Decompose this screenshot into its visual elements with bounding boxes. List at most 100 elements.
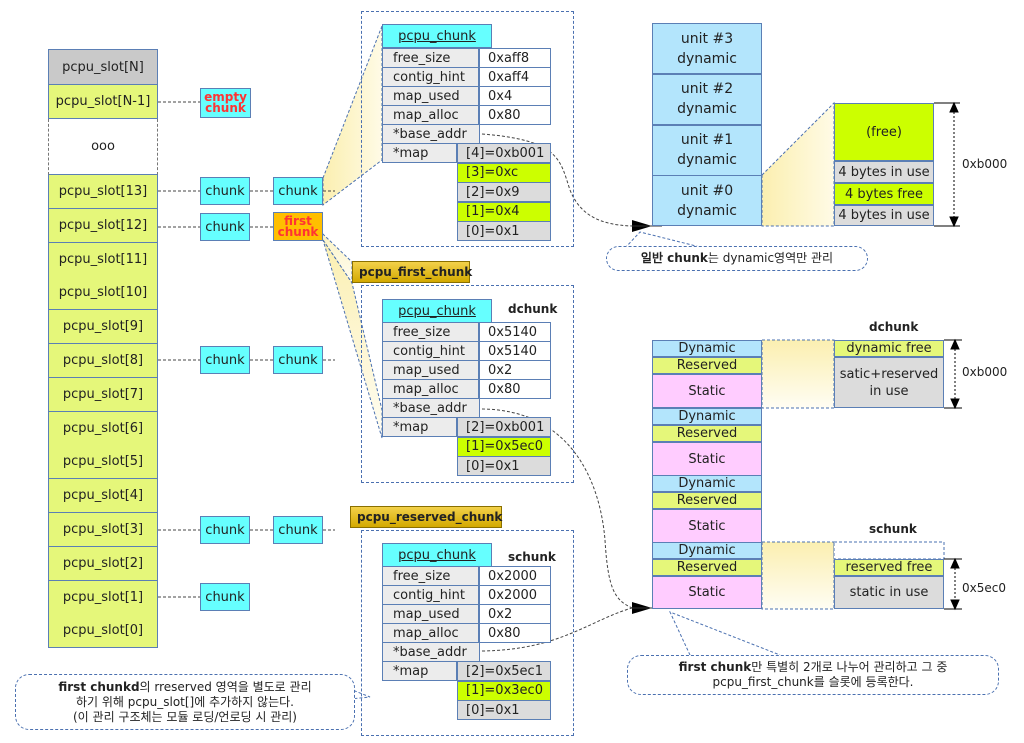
callout-text: 하기 위해 pcpu_slot[]에 추가하지 않는다. <box>76 694 294 709</box>
cell-text: satic+reserved in use <box>839 366 939 399</box>
dchunk-size-label: 0xb000 <box>962 365 1008 379</box>
struct-title-text: pcpu_chunk <box>398 303 476 319</box>
layout-dynamic-3: Dynamic <box>652 542 762 559</box>
slot-item: pcpu_slot[5] <box>48 445 158 480</box>
slot-item: pcpu_slot[7] <box>48 377 158 412</box>
layout-reserved-2: Reserved <box>652 492 762 509</box>
layout-reserved-0: Reserved <box>652 357 762 374</box>
dimension-arrow-schunk <box>944 557 962 611</box>
chunk-label: chunk <box>205 522 245 538</box>
reserved-chunk-group <box>361 530 574 736</box>
label-text: pcpu_first_chunk <box>359 265 473 279</box>
callout-text: pcpu_first_chunk를 슬롯에 등록한다. <box>712 675 914 689</box>
callout-text: 의 rreserved 영역을 별도로 관리 <box>139 679 312 694</box>
struct-title-text: pcpu_chunk <box>398 28 476 44</box>
slot-label: pcpu_slot[2] <box>62 555 144 571</box>
unit-text: dynamic <box>677 101 737 118</box>
slot-n: pcpu_slot[N] <box>48 49 158 85</box>
map-entry: [3]=0xc <box>457 162 551 183</box>
slot-label: pcpu_slot[11] <box>58 251 148 267</box>
field-map: *map <box>382 417 457 437</box>
schunk-title: schunk <box>869 522 917 536</box>
field-free_size: free_size <box>382 566 479 586</box>
slot-label: pcpu_slot[0] <box>62 623 144 639</box>
callout-text: 는 dynamic영역만 관리 <box>707 251 834 265</box>
slot-label: pcpu_slot[1] <box>62 589 144 605</box>
chunk-label: chunk <box>278 522 318 538</box>
slot-item: pcpu_slot[9] <box>48 310 158 345</box>
chunk-label: chunk <box>205 352 245 368</box>
field-contig_hint: contig_hint <box>382 67 479 87</box>
struct-title: pcpu_chunk <box>382 299 492 323</box>
struct-title-text: pcpu_chunk <box>398 547 476 563</box>
schunk-static-in-use: static in use <box>834 576 944 609</box>
slot-item: pcpu_slot[11] <box>48 242 158 277</box>
field-value: 0x5140 <box>479 322 551 342</box>
slot-label: pcpu_slot[N-1] <box>55 94 151 109</box>
callout-line: first chunkd의 rreserved 영역을 별도로 관리 <box>58 680 311 695</box>
map-entry: [4]=0xb001 <box>457 143 551 163</box>
field-base_addr: *base_addr <box>382 642 480 662</box>
callout-text: (이 관리 구조체는 모듈 로딩/언로딩 시 관리) <box>73 709 297 724</box>
chunk-slot3-b: chunk <box>273 516 323 544</box>
field-map_used: map_used <box>382 604 479 624</box>
callout-bold: 일반 chunk <box>640 251 708 265</box>
field-value: 0x2 <box>479 360 551 380</box>
field-value: 0xaff8 <box>479 48 551 68</box>
slot-label: pcpu_slot[4] <box>62 488 144 504</box>
field-map_used: map_used <box>382 360 479 380</box>
layout-static-1: Static <box>652 442 762 476</box>
slot-label: pcpu_slot[9] <box>62 319 144 335</box>
slot-item: pcpu_slot[0] <box>48 614 158 649</box>
field-value: 0xaff4 <box>479 67 551 87</box>
unit-text: unit #3 <box>680 30 734 47</box>
map-entry: [2]=0xb001 <box>457 417 551 437</box>
callout-bold: first chunk <box>678 660 752 674</box>
pcpu-reserved-chunk-label: pcpu_reserved_chunk <box>350 506 502 528</box>
cell-text: 4 bytes free <box>845 186 923 202</box>
slot-label: pcpu_slot[8] <box>62 353 144 368</box>
callout-reserved-chunk: first chunkd의 rreserved 영역을 별도로 관리 하기 위해… <box>15 674 355 730</box>
chunk-label: empty <box>204 90 247 104</box>
unit0-in-use-2: 4 bytes in use <box>834 205 934 226</box>
unit0-size-label: 0xb000 <box>962 157 1008 171</box>
chunk-slot8-a: chunk <box>200 346 250 374</box>
slot-item: pcpu_slot[8] <box>48 344 158 378</box>
chunk-label: chunk <box>205 589 245 605</box>
callout-text: 만 특별히 2개로 나누어 관리하고 그 중 <box>751 660 948 674</box>
chunk-slot13-b: chunk <box>273 177 323 205</box>
slot-label: pcpu_slot[7] <box>62 386 144 402</box>
slot-ellipsis: ooo <box>48 119 158 175</box>
layout-dynamic-0: Dynamic <box>652 340 762 357</box>
slot-item: pcpu_slot[6] <box>48 411 158 446</box>
base-addr-arrow-reserved <box>481 607 633 652</box>
field-value: 0x5140 <box>479 341 551 361</box>
field-free_size: free_size <box>382 322 479 342</box>
field-base_addr: *base_addr <box>382 124 480 144</box>
layout-static-0: Static <box>652 374 762 408</box>
slot-label: pcpu_slot[12] <box>58 217 148 233</box>
dimension-arrow-unit0 <box>934 101 960 228</box>
unit-text: unit #1 <box>680 132 734 149</box>
base-addr-arrow-first <box>481 408 633 609</box>
empty-chunk: empty chunk <box>200 88 251 118</box>
slot-label: ooo <box>91 139 115 154</box>
struct-title: pcpu_chunk <box>382 543 492 567</box>
cell-text: 4 bytes in use <box>838 164 930 180</box>
dimension-arrow-dchunk <box>944 338 962 410</box>
layout-reserved-1: Reserved <box>652 425 762 442</box>
chunk-label: first <box>284 213 312 228</box>
chunk-label: chunk <box>277 224 319 239</box>
field-contig_hint: contig_hint <box>382 585 479 605</box>
chunk-slot3-a: chunk <box>200 516 250 544</box>
unit-text: dynamic <box>677 152 737 169</box>
slot-item: pcpu_slot[12] <box>48 208 158 243</box>
slot-label: pcpu_slot[13] <box>58 184 148 199</box>
dchunk-dynamic-free: dynamic free <box>834 340 944 357</box>
field-value: 0x80 <box>479 105 551 125</box>
slot-item: pcpu_slot[3] <box>48 513 158 547</box>
pcpu-first-chunk-label: pcpu_first_chunk <box>352 261 473 283</box>
